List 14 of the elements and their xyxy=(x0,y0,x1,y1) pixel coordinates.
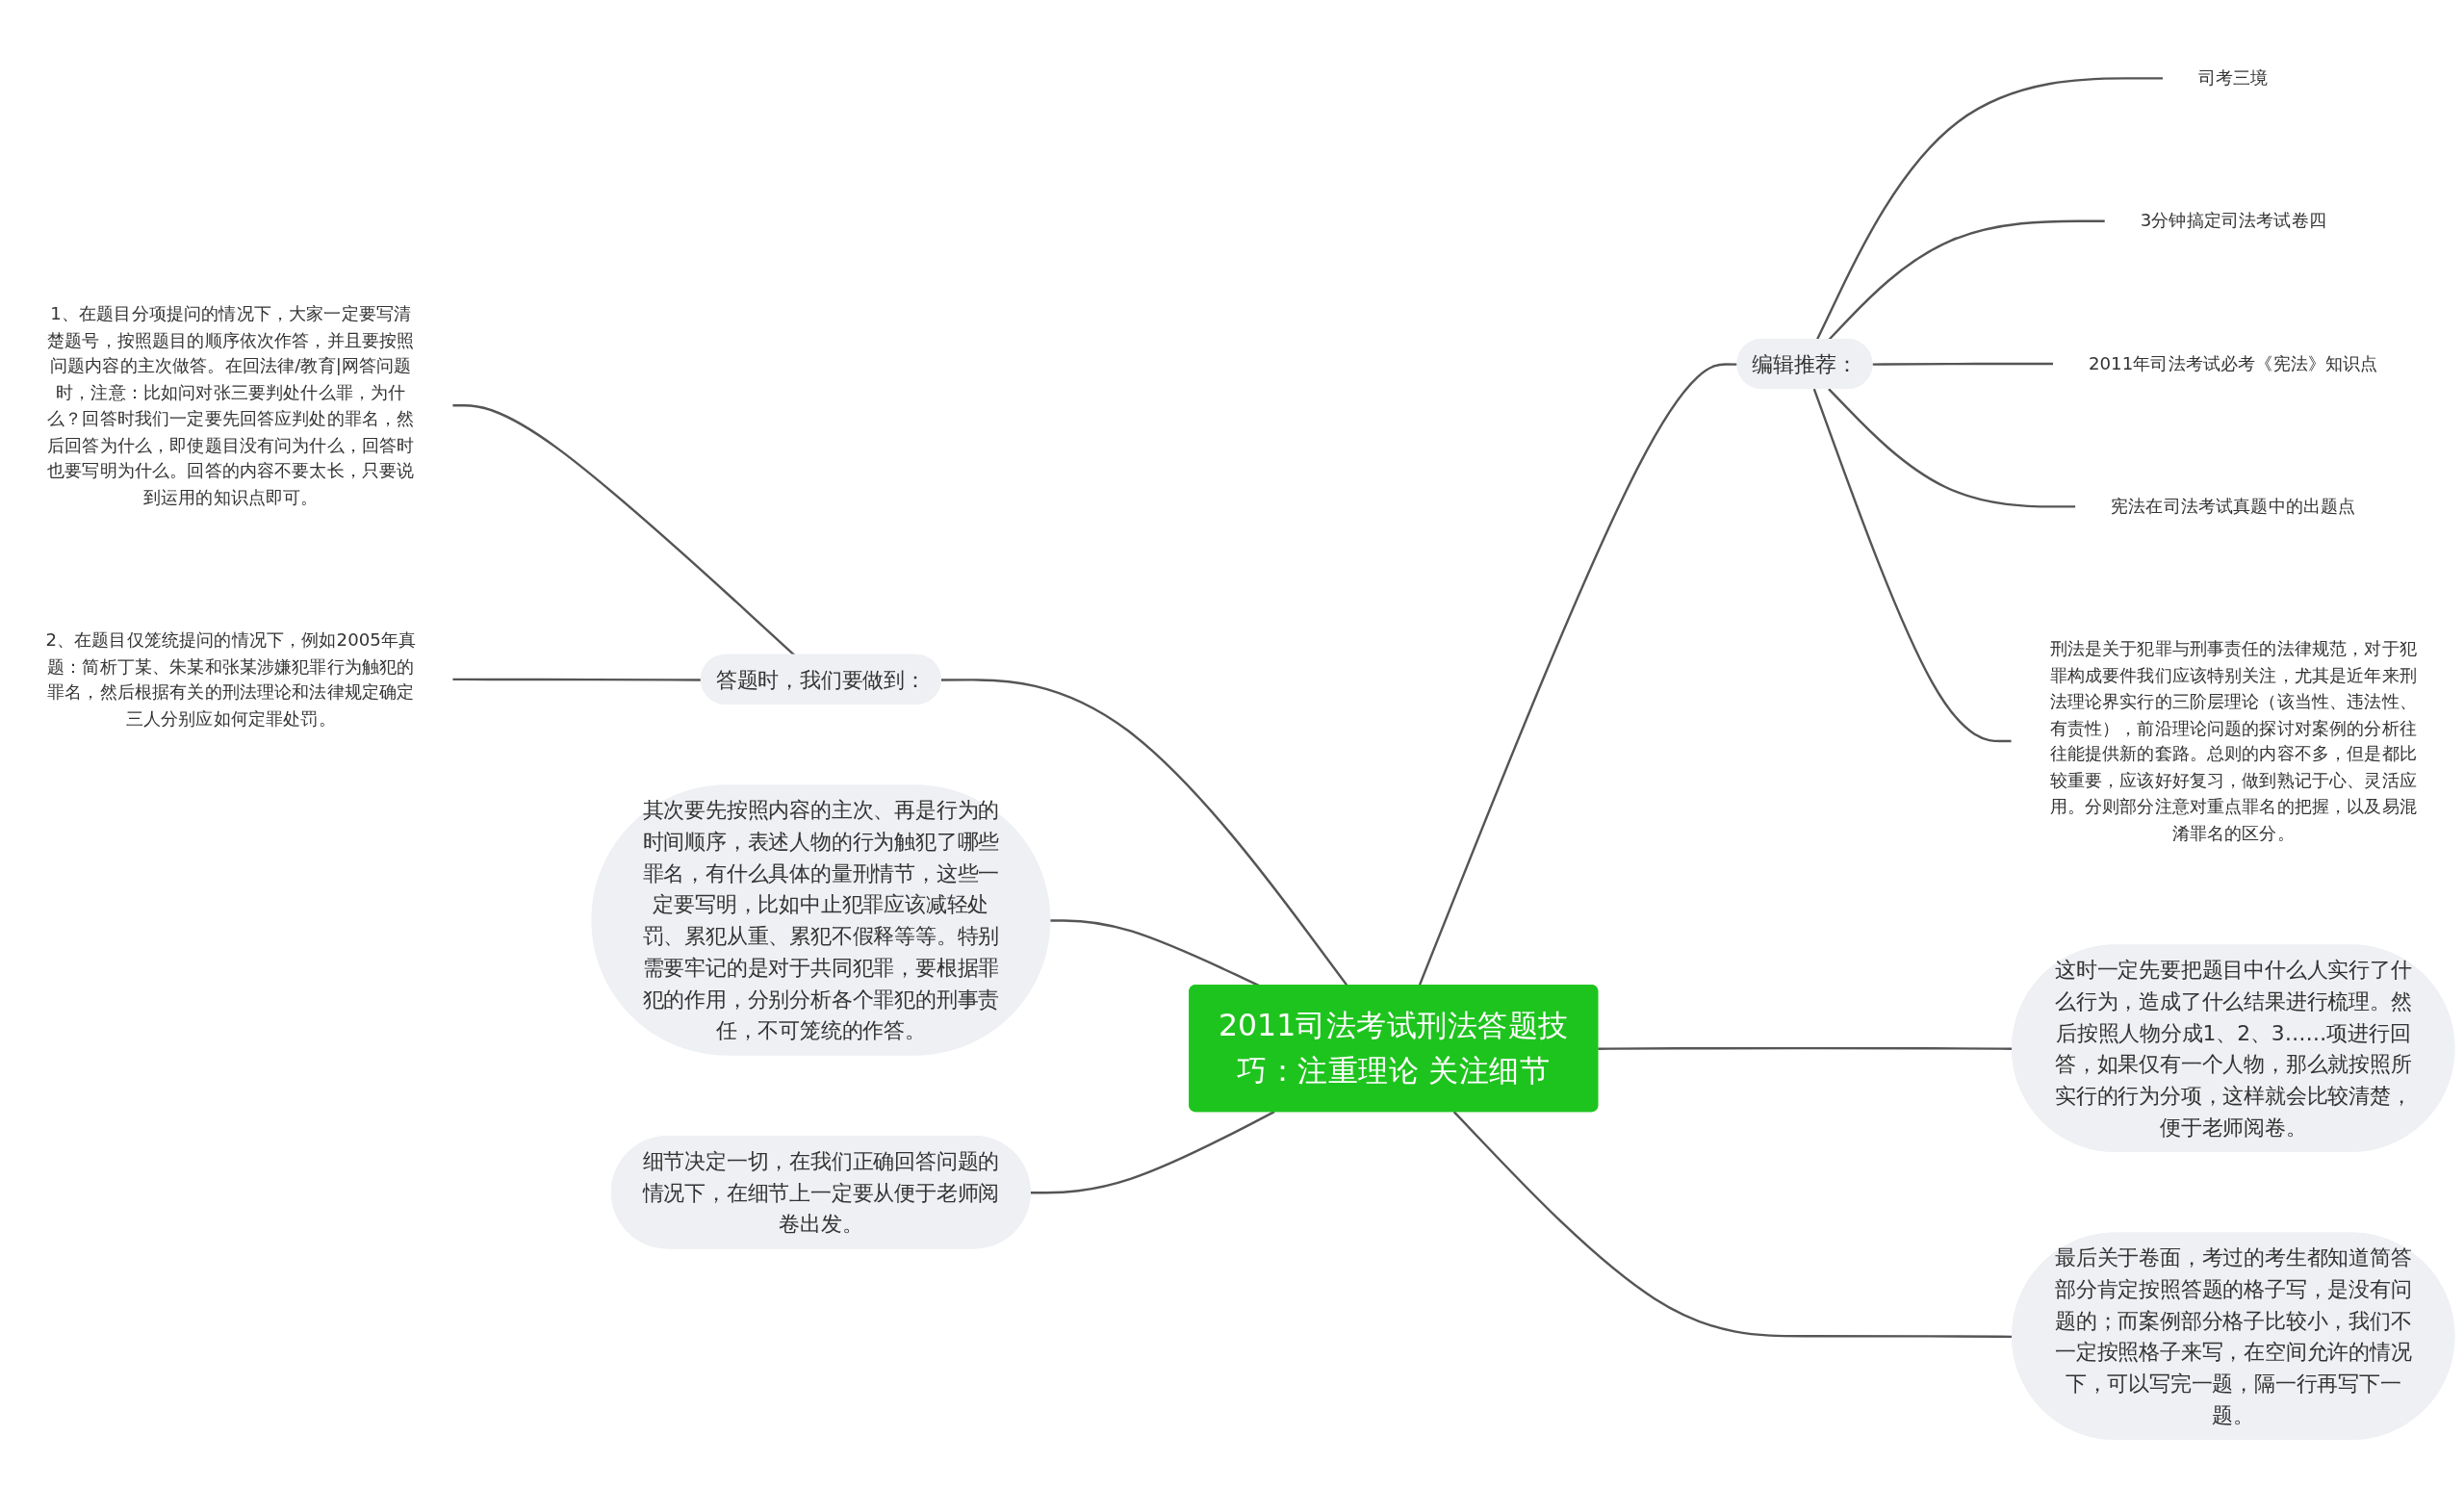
node-text: 1、在题目分项提问的情况下，大家一定要写清楚题号，按照题目的顺序依次作答，并且要按照问题内容的主次做答。在回法律/教育|网答问题时，注意：比如问对张三要判处什么罪，为什么？回答时我们一定要先回答应判处的罪名，然后回答为什么，即使题目没有问为什么，回答时也要写明为什么。回答的内容不要太长，只要说到运用的知识点即可。 xyxy=(47,302,415,508)
connector xyxy=(1815,77,2164,341)
connector xyxy=(1872,362,2054,366)
node-text: 3分钟搞定司法考试卷四 xyxy=(2140,210,2326,232)
node-text: 宪法在司法考试真题中的出题点 xyxy=(2111,496,2356,517)
connector xyxy=(1030,1111,1275,1194)
node-text: 2011年司法考试必考《宪法》知识点 xyxy=(2088,352,2378,374)
node-text: 2、在题目仅笼统提问的情况下，例如2005年真题：简析丁某、朱某和张某涉嫌犯罪行为触犯的罪名，然后根据有关的刑法理论和法律规定确定三人分别应如何定罪处罚。 xyxy=(45,628,417,730)
connector xyxy=(451,404,796,656)
connector xyxy=(1418,363,1738,987)
connector xyxy=(1828,388,2076,508)
node-text: 司考三境 xyxy=(2197,67,2269,89)
connector xyxy=(1812,388,2013,743)
node-text: 刑法是关于犯罪与刑事责任的法律规范，对于犯罪构成要件我们应该特别关注，尤其是近年来刑法理论界实行的三阶层理论（该当性、违法性、有责性），前沿理论问题的探讨对案例的分析往往能提供新的套路。总则的内容不多，但是都比较重要，应该好好复习，做到熟记于心、灵活应用。分则部分注意对重点罪名的把握，以及易混淆罪名的区分。 xyxy=(2049,638,2417,844)
